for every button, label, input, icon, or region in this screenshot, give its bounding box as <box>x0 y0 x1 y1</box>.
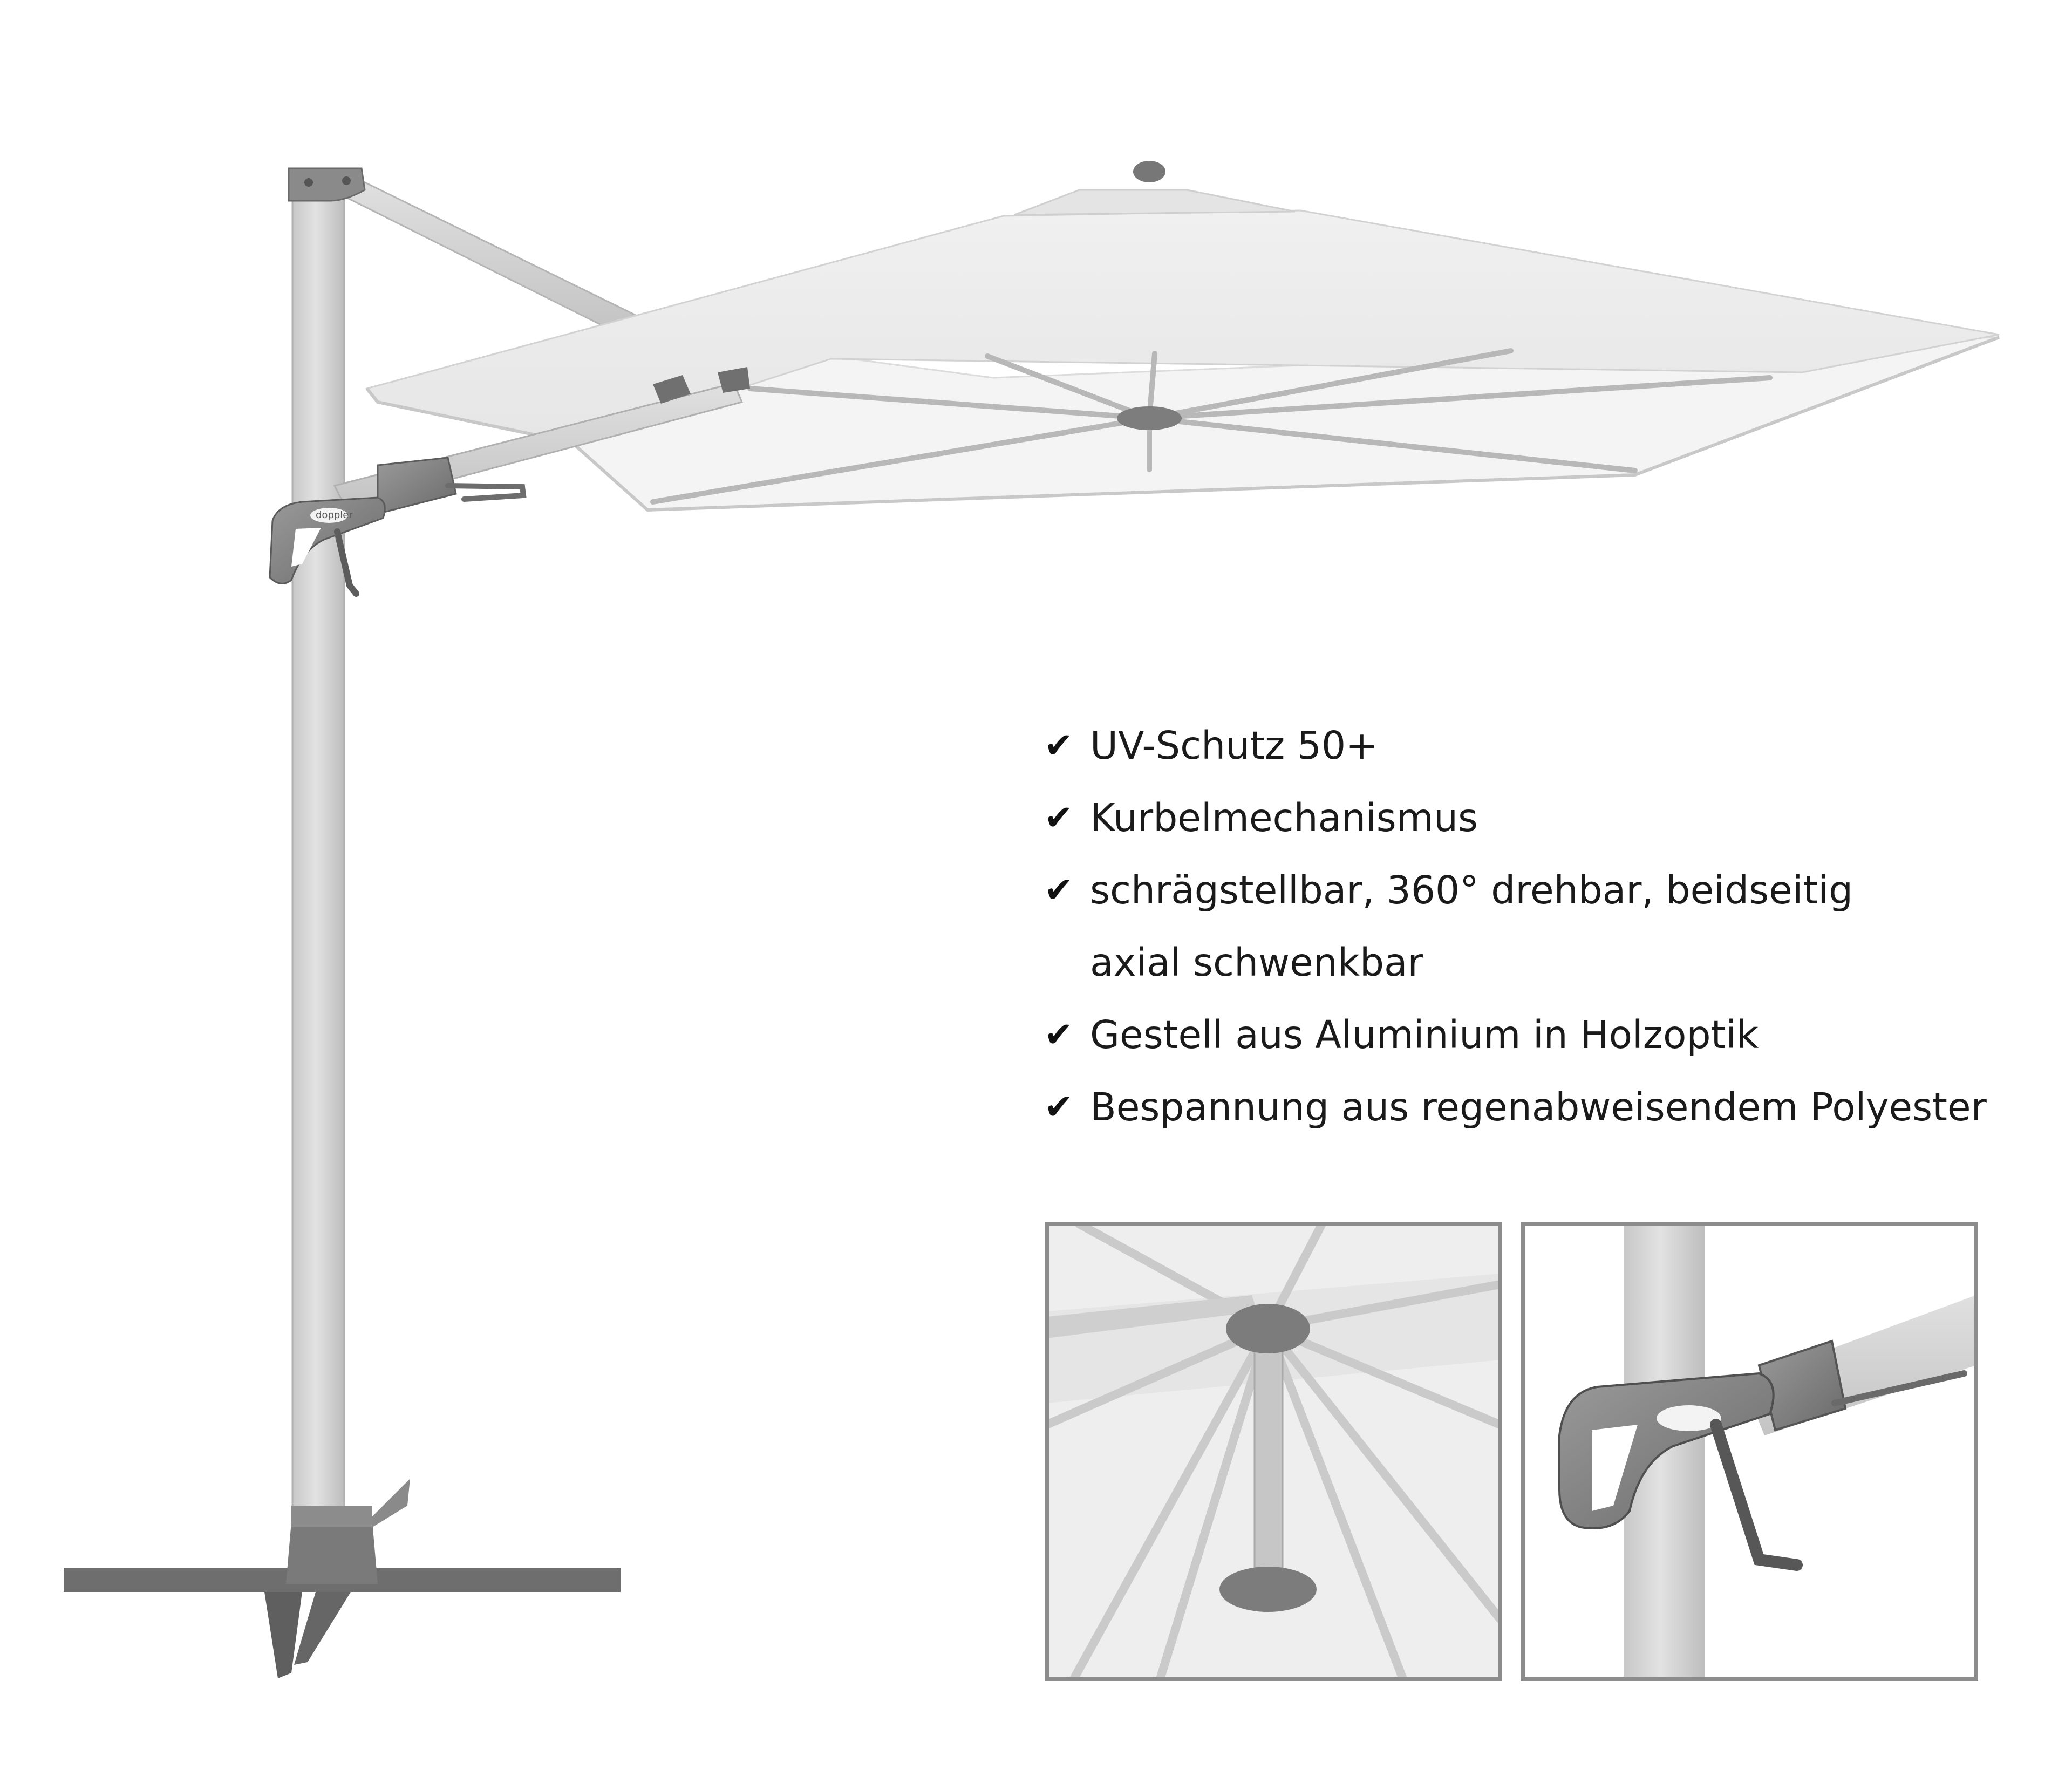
upper-strut <box>327 177 639 330</box>
check-icon: ✔ <box>1044 798 1073 838</box>
feature-list: ✔ UV-Schutz 50+ ✔ Kurbelmechanismus ✔ schrä… <box>1044 710 2042 1144</box>
feature-text: Gestell aus Aluminium in Holzoptik <box>1090 1012 1759 1057</box>
detail-inset-crank <box>1521 1222 1978 1681</box>
brand-label: doppler <box>316 509 353 521</box>
feature-item: ✔ schrägstellbar, 360° drehbar, beidseiti… <box>1044 854 2042 927</box>
feature-item: ✔ Bespannung aus regenabweisendem Polyest… <box>1044 1071 2042 1144</box>
feature-item-continued: ✔axial schwenkbar <box>1044 927 2042 999</box>
umbrella: doppler <box>64 161 2000 1678</box>
pole-top-cap <box>288 167 366 202</box>
feature-item: ✔ Gestell aus Aluminium in Holzoptik <box>1044 999 2042 1071</box>
feature-item: ✔ Kurbelmechanismus <box>1044 782 2042 854</box>
feature-item: ✔ UV-Schutz 50+ <box>1044 710 2042 782</box>
check-icon: ✔ <box>1044 726 1073 766</box>
feature-text: Kurbelmechanismus <box>1090 795 1478 840</box>
detail-inset-ribs <box>1045 1222 1502 1681</box>
main-pole <box>291 182 345 1544</box>
feature-text: axial schwenkbar <box>1090 940 1423 985</box>
cross-base <box>64 1479 621 1678</box>
check-icon: ✔ <box>1044 1015 1073 1055</box>
feature-text: schrägstellbar, 360° drehbar, beidseitig <box>1090 868 1853 913</box>
feature-text: Bespannung aus regenabweisendem Polyeste… <box>1090 1085 1987 1129</box>
feature-text: UV-Schutz 50+ <box>1090 723 1378 768</box>
crank-housing <box>377 457 457 515</box>
check-icon: ✔ <box>1044 870 1073 910</box>
rib-hub <box>1117 406 1182 430</box>
check-icon: ✔ <box>1044 1087 1073 1127</box>
